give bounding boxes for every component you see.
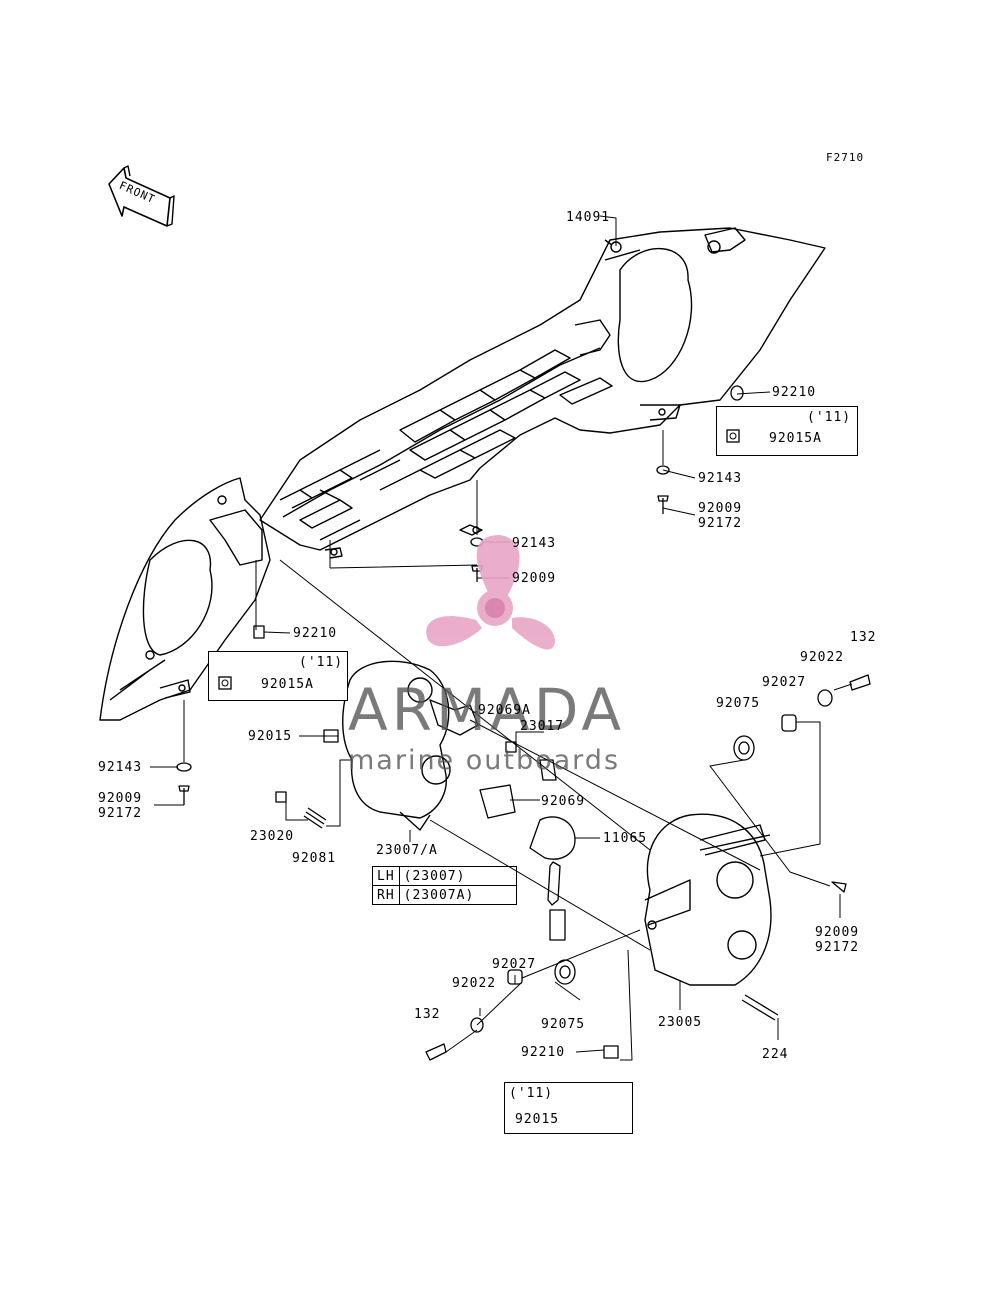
part-label-92027-bottom[interactable]: 92027: [492, 957, 537, 972]
part-label-92009-center[interactable]: 92009: [512, 571, 557, 586]
part-label-92009-right[interactable]: 92009: [698, 501, 743, 516]
part-label-92022-bottom[interactable]: 92022: [452, 976, 497, 991]
watermark-tagline: marine outboards: [348, 745, 621, 776]
part-label-23005[interactable]: 23005: [658, 1015, 703, 1030]
part-label-92210-bottom[interactable]: 92210: [521, 1045, 566, 1060]
year-note-bottom: ('11): [509, 1086, 554, 1101]
table-row: LH (23007): [372, 866, 517, 886]
part-label-92015-bottom[interactable]: 92015: [515, 1112, 560, 1127]
part-label-92009-left[interactable]: 92009: [98, 791, 143, 806]
part-label-92172-left[interactable]: 92172: [98, 806, 143, 821]
part-cell[interactable]: (23007A): [398, 885, 517, 905]
part-label-14091[interactable]: 14091: [566, 210, 611, 225]
year-note-left: ('11): [299, 655, 344, 670]
nut-clip-icon: [218, 676, 232, 690]
part-label-23007A[interactable]: 23007/A: [376, 843, 438, 858]
part-label-92075-bottom[interactable]: 92075: [541, 1017, 586, 1032]
part-label-92143-center[interactable]: 92143: [512, 536, 557, 551]
headlight-bracket: [644, 813, 772, 986]
part-label-92075-right[interactable]: 92075: [716, 696, 761, 711]
side-table: LH (23007) RH (23007A): [372, 866, 517, 905]
year-note-box-left: ('11) 92015A: [208, 651, 348, 701]
bulb-assembly: [429, 699, 576, 941]
part-label-92069A[interactable]: 92069A: [478, 703, 531, 718]
part-label-23020[interactable]: 23020: [250, 829, 295, 844]
part-label-92210-right[interactable]: 92210: [772, 385, 817, 400]
part-label-92081[interactable]: 92081: [292, 851, 337, 866]
part-label-92027-right[interactable]: 92027: [762, 675, 807, 690]
front-arrow-icon: [108, 165, 175, 227]
year-note-box-right: ('11) 92015A: [716, 406, 858, 456]
part-label-92015A-left[interactable]: 92015A: [261, 677, 314, 692]
part-label-92069[interactable]: 92069: [541, 794, 586, 809]
side-cell: LH: [372, 866, 400, 886]
part-label-132-bottom[interactable]: 132: [414, 1007, 441, 1022]
part-label-92172-right-bottom[interactable]: 92172: [815, 940, 860, 955]
part-label-92210-left[interactable]: 92210: [293, 626, 338, 641]
part-label-23017[interactable]: 23017: [520, 719, 565, 734]
part-label-92143-left[interactable]: 92143: [98, 760, 143, 775]
headlight-cover-upper: [259, 227, 826, 559]
part-label-92015-left[interactable]: 92015: [248, 729, 293, 744]
year-note-right: ('11): [807, 410, 852, 425]
part-label-92015A-right[interactable]: 92015A: [769, 431, 822, 446]
figure-code: F2710: [826, 151, 865, 164]
leader-lines: [150, 215, 853, 1121]
part-label-92172-right[interactable]: 92172: [698, 516, 743, 531]
part-label-132-right[interactable]: 132: [850, 630, 877, 645]
headlight-housing: [342, 660, 451, 831]
part-label-92009-right-bottom[interactable]: 92009: [815, 925, 860, 940]
part-label-224[interactable]: 224: [762, 1047, 789, 1062]
headlight-cover-left: [99, 477, 271, 721]
side-cell: RH: [372, 885, 400, 905]
year-note-box-bottom: ('11) 92015: [504, 1082, 633, 1134]
watermark-brand: ARMADA: [348, 676, 626, 744]
part-label-11065[interactable]: 11065: [603, 831, 648, 846]
part-label-92143-right[interactable]: 92143: [698, 471, 743, 486]
armada-propeller-icon: [426, 535, 555, 650]
part-label-92022-right[interactable]: 92022: [800, 650, 845, 665]
part-cell[interactable]: (23007): [398, 866, 517, 886]
nut-clip-icon: [726, 429, 740, 443]
table-row: RH (23007A): [372, 885, 517, 905]
